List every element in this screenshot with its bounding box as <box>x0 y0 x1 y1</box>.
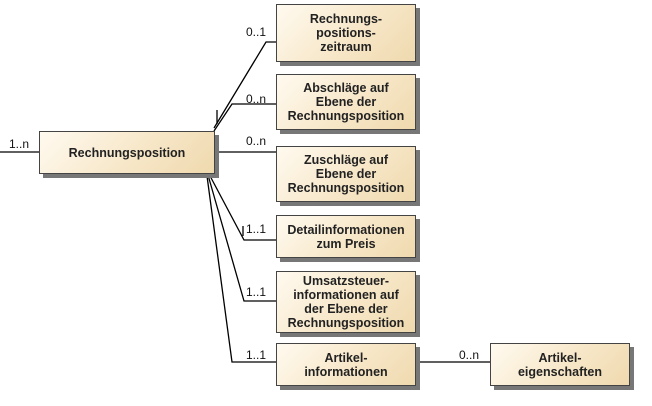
entity-label-abschlaege: Abschläge auf Ebene der Rechnungspositio… <box>287 81 405 123</box>
entity-box-zuschlaege: Zuschläge auf Ebene der Rechnungspositio… <box>276 146 416 202</box>
entity-box-detail: Detailinformationen zum Preis <box>276 215 416 258</box>
entity-label-umsatzsteuer: Umsatzsteuer- informationen auf der Eben… <box>287 274 405 330</box>
entity-box-umsatzsteuer: Umsatzsteuer- informationen auf der Eben… <box>276 271 416 333</box>
multiplicity-artikel: 1..1 <box>246 348 267 362</box>
connector-zeitraum <box>213 41 276 129</box>
root-entity-label: Rechnungsposition <box>68 145 186 160</box>
entity-label-artikel: Artikel- informationen <box>304 350 388 379</box>
entity-label-zeitraum: Rechnungs- positions- zeitraum <box>309 12 383 54</box>
multiplicity-zuschlaege: 0..n <box>246 134 267 148</box>
entity-box-zeitraum: Rechnungs- positions- zeitraum <box>276 4 416 62</box>
multiplicity-eigenschaften: 0..n <box>459 348 480 362</box>
root-multiplicity: 1..n <box>9 137 30 151</box>
multiplicity-zeitraum: 0..1 <box>246 25 267 39</box>
entity-box-eigenschaften: Artikel- eigenschaften <box>490 343 630 386</box>
entity-box-artikel: Artikel- informationen <box>276 343 416 386</box>
root-entity-box: Rechnungsposition <box>39 131 215 174</box>
connector-artikel <box>206 175 276 363</box>
connector-detail <box>208 173 276 241</box>
entity-label-detail: Detailinformationen zum Preis <box>287 222 405 251</box>
multiplicity-detail: 1..1 <box>246 222 267 236</box>
multiplicity-umsatzsteuer: 1..1 <box>246 285 267 299</box>
multiplicity-abschlaege: 0..n <box>246 92 267 106</box>
connector-umsatzsteuer <box>207 174 276 302</box>
entity-box-abschlaege: Abschläge auf Ebene der Rechnungspositio… <box>276 74 416 130</box>
connector-abschlaege <box>213 103 276 132</box>
entity-label-eigenschaften: Artikel- eigenschaften <box>517 350 603 379</box>
entity-label-zuschlaege: Zuschläge auf Ebene der Rechnungspositio… <box>287 153 405 195</box>
